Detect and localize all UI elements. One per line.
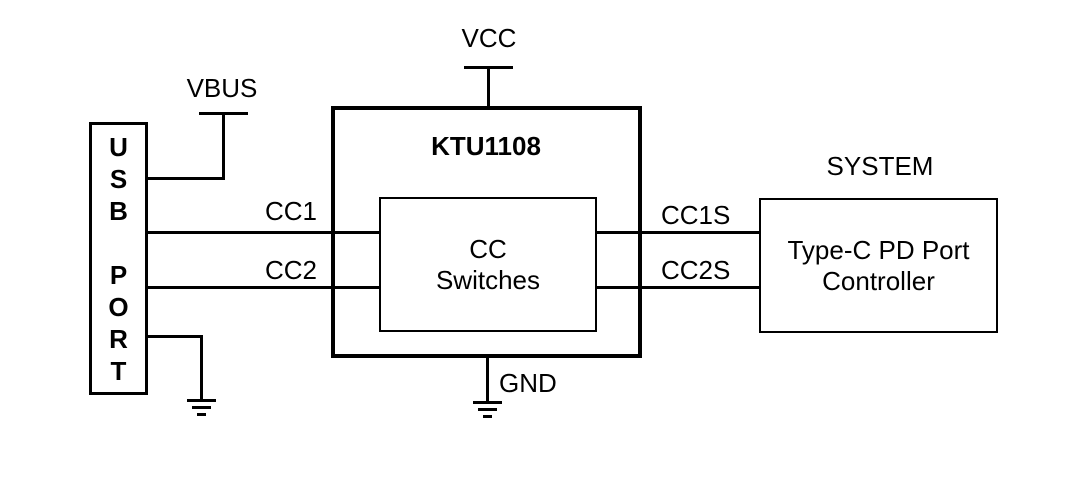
system-label: SYSTEM: [826, 151, 934, 181]
usb-letter: U: [109, 131, 128, 162]
vcc-wire: [487, 66, 490, 110]
vbus-label: VBUS: [186, 73, 258, 103]
cc1s-wire: [595, 231, 759, 234]
pd-controller-line2: Controller: [822, 265, 935, 296]
chip-ground-icon: [473, 401, 502, 422]
usb-letter: P: [109, 259, 128, 290]
vbus-wire-horizontal: [146, 177, 225, 180]
gnd-label: GND: [499, 368, 557, 398]
usb-letter: O: [108, 291, 129, 322]
pd-controller-line1: Type-C PD Port: [787, 234, 970, 265]
usb-letter: S: [109, 163, 128, 194]
usb-port-block: U S B P O R T: [89, 122, 148, 395]
ktu1108-title: KTU1108: [431, 131, 541, 161]
usb-ground-wire-vertical: [200, 335, 203, 401]
usb-letter: B: [109, 195, 128, 226]
cc2-wire: [146, 286, 379, 289]
usb-ground-icon: [187, 399, 216, 420]
vcc-label: VCC: [461, 23, 517, 53]
cc1-wire: [146, 231, 379, 234]
cc2s-wire: [595, 286, 759, 289]
cc-switches-line2: Switches: [435, 264, 541, 295]
cc1-label: CC1: [265, 196, 318, 226]
usb-letter: R: [109, 323, 128, 354]
cc2-label: CC2: [265, 255, 318, 285]
cc1s-label: CC1S: [661, 200, 731, 230]
usb-letter: T: [110, 355, 127, 386]
gnd-wire: [486, 356, 489, 402]
pd-controller-block: Type-C PD Port Controller: [759, 198, 998, 333]
cc2s-label: CC2S: [661, 255, 731, 285]
cc-switches-block: CC Switches: [379, 197, 597, 332]
cc-switches-line1: CC: [469, 233, 507, 264]
vbus-wire-vertical: [222, 112, 225, 180]
usb-ground-wire-horizontal: [146, 335, 203, 338]
